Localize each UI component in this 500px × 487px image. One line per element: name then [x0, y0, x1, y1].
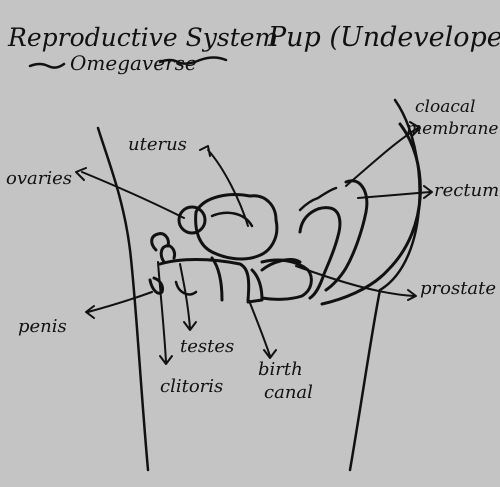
label-testes: testes	[180, 336, 234, 357]
birth-canal-arrow	[247, 297, 277, 359]
label-canal: canal	[264, 382, 313, 403]
rectum-outer	[298, 206, 342, 300]
label-uterus: uterus	[128, 134, 187, 155]
testes-arrow	[179, 263, 197, 331]
body-outline-left	[96, 126, 150, 472]
clitoris-shape	[150, 232, 176, 264]
label-prostate: prostate	[420, 278, 496, 299]
label-ovaries: ovaries	[6, 168, 72, 189]
birth-canal-shape	[246, 258, 302, 304]
uterus-fold	[210, 211, 254, 228]
prostate-shape	[260, 258, 313, 301]
clitoris-arrow	[157, 261, 173, 365]
rectum-coils	[298, 186, 338, 212]
rectum-arrow	[357, 185, 433, 199]
penis-arrow	[85, 291, 153, 319]
diagram-title: Reproductive System	[7, 23, 278, 52]
ovary-shape	[177, 205, 207, 235]
ovaries-arrow	[75, 167, 185, 219]
vaginal-canal-line	[210, 256, 224, 302]
rectum-inner	[324, 179, 369, 292]
uterus-shape	[194, 193, 279, 261]
subtitle-underline-right	[158, 56, 228, 65]
label-cloacal: cloacal	[415, 97, 475, 117]
cloacal-membrane-curve	[320, 122, 422, 306]
diagram-subtitle: Omegaverse	[70, 51, 197, 75]
label-rectum: rectum	[434, 180, 499, 201]
pup-heading: Pup (Undeveloped)	[267, 22, 500, 53]
inner-canal-left	[158, 258, 251, 302]
prostate-arrow	[295, 265, 417, 301]
cloacal-membrane-arrow	[345, 121, 421, 187]
subtitle-underline-left	[28, 62, 66, 69]
body-outline-right	[348, 98, 421, 472]
label-penis: penis	[18, 316, 67, 337]
label-membrane: membrane	[406, 119, 498, 139]
label-birth: birth	[258, 359, 303, 380]
label-clitoris: clitoris	[160, 376, 223, 397]
testes-lump	[174, 280, 198, 296]
uterus-arrow	[199, 145, 249, 227]
